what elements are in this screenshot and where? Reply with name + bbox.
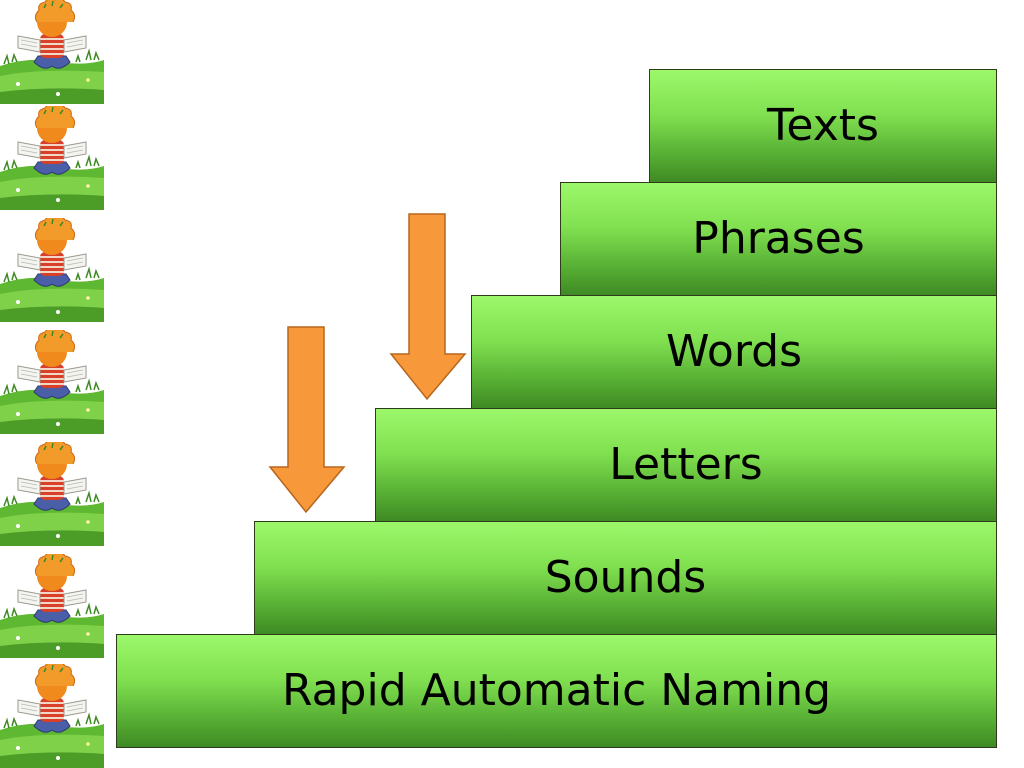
child-reading-illustration xyxy=(0,664,104,768)
child-reading-illustration xyxy=(0,0,104,104)
step-label-rapid-automatic-naming: Rapid Automatic Naming xyxy=(281,665,832,716)
step-words: Words xyxy=(471,295,997,409)
step-label-texts: Texts xyxy=(767,100,879,151)
child-reading-illustration xyxy=(0,554,104,658)
step-rapid-automatic-naming: Rapid Automatic Naming xyxy=(116,634,997,748)
child-reading-illustration xyxy=(0,106,104,210)
step-sounds: Sounds xyxy=(254,521,997,635)
child-reading-illustration xyxy=(0,218,104,322)
step-letters: Letters xyxy=(375,408,997,522)
step-label-phrases: Phrases xyxy=(692,213,865,264)
step-phrases: Phrases xyxy=(560,182,997,296)
step-label-words: Words xyxy=(665,326,803,377)
step-label-letters: Letters xyxy=(609,439,763,490)
down-arrow-icon xyxy=(268,326,346,514)
child-reading-illustration xyxy=(0,330,104,434)
down-arrow-icon xyxy=(389,213,467,401)
decorative-strip xyxy=(0,0,104,768)
child-reading-illustration xyxy=(0,442,104,546)
step-texts: Texts xyxy=(649,69,997,183)
step-label-sounds: Sounds xyxy=(544,552,707,603)
